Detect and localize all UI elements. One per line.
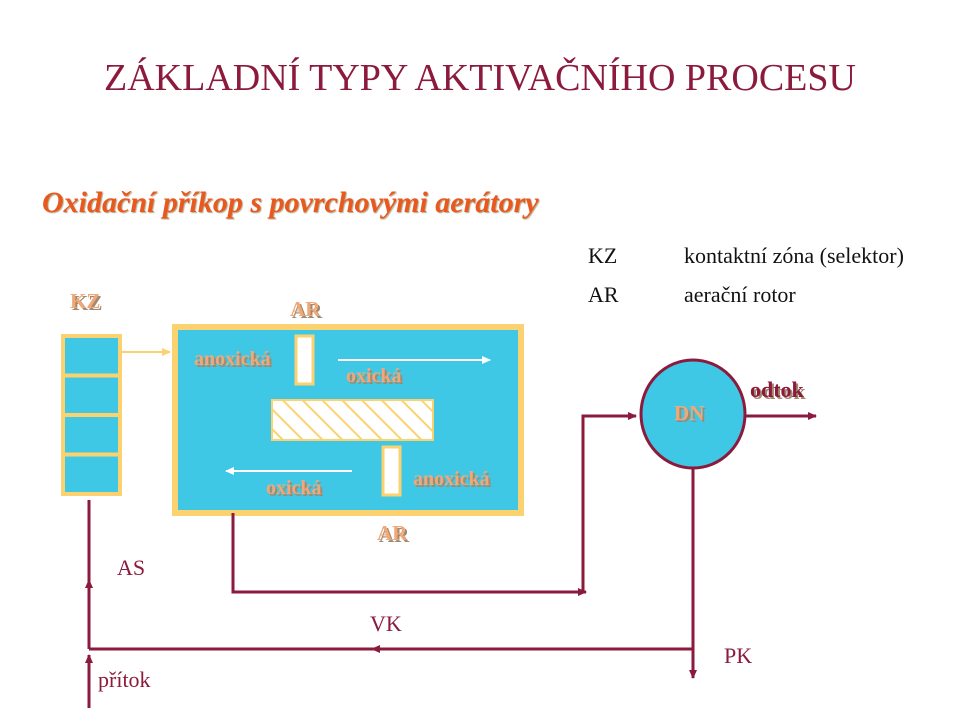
label-anoxic-left: anoxická bbox=[194, 348, 271, 370]
legend-abbr-kz: KZ bbox=[588, 243, 618, 268]
label-vk: VK bbox=[370, 611, 402, 636]
legend-desc-ar: aerační rotor bbox=[684, 282, 796, 307]
legend-desc-kz: kontaktní zóna (selektor) bbox=[684, 243, 904, 268]
label-pritok: přítok bbox=[98, 667, 151, 692]
aeration-rotor-bottom bbox=[381, 445, 402, 497]
label-ar-top-shadow: AR bbox=[292, 299, 323, 323]
kz-selector bbox=[61, 334, 122, 496]
central-island bbox=[271, 399, 434, 441]
label-anoxic-right: anoxická bbox=[413, 468, 490, 490]
page-subtitle: Oxidační příkop s povrchovými aerátory bbox=[42, 186, 539, 219]
aeration-rotor-top bbox=[294, 334, 315, 386]
label-odtok-shadow: odtok bbox=[752, 379, 807, 404]
label-dn-shadow: DN bbox=[676, 403, 706, 427]
label-oxic-bottom: oxická bbox=[266, 477, 322, 499]
label-kz-shadow: KZ bbox=[72, 291, 102, 315]
label-oxic-top-shadow: oxická bbox=[348, 367, 404, 389]
diagram-labels: KZ KZ AR AR AR AR anoxická anoxická oxic… bbox=[70, 289, 807, 692]
label-oxic-bottom-shadow: oxická bbox=[268, 479, 324, 501]
label-oxic-top: oxická bbox=[346, 365, 402, 387]
legend-abbr-ar: AR bbox=[588, 282, 619, 307]
label-anoxic-right-shadow: anoxická bbox=[415, 470, 492, 492]
pipes bbox=[85, 412, 817, 708]
oxidation-ditch-tank bbox=[172, 324, 524, 516]
label-dn: DN bbox=[674, 401, 704, 425]
label-ar-bottom: AR bbox=[377, 521, 408, 545]
label-odtok: odtok bbox=[750, 377, 805, 402]
label-as: AS bbox=[117, 555, 145, 580]
label-ar-top: AR bbox=[290, 297, 321, 321]
page-title: ZÁKLADNÍ TYPY AKTIVAČNÍHO PROCESU bbox=[104, 57, 856, 99]
label-pk: PK bbox=[724, 643, 752, 668]
label-kz: KZ bbox=[70, 289, 100, 313]
label-anoxic-left-shadow: anoxická bbox=[196, 350, 273, 372]
label-ar-bottom-shadow: AR bbox=[379, 523, 410, 547]
